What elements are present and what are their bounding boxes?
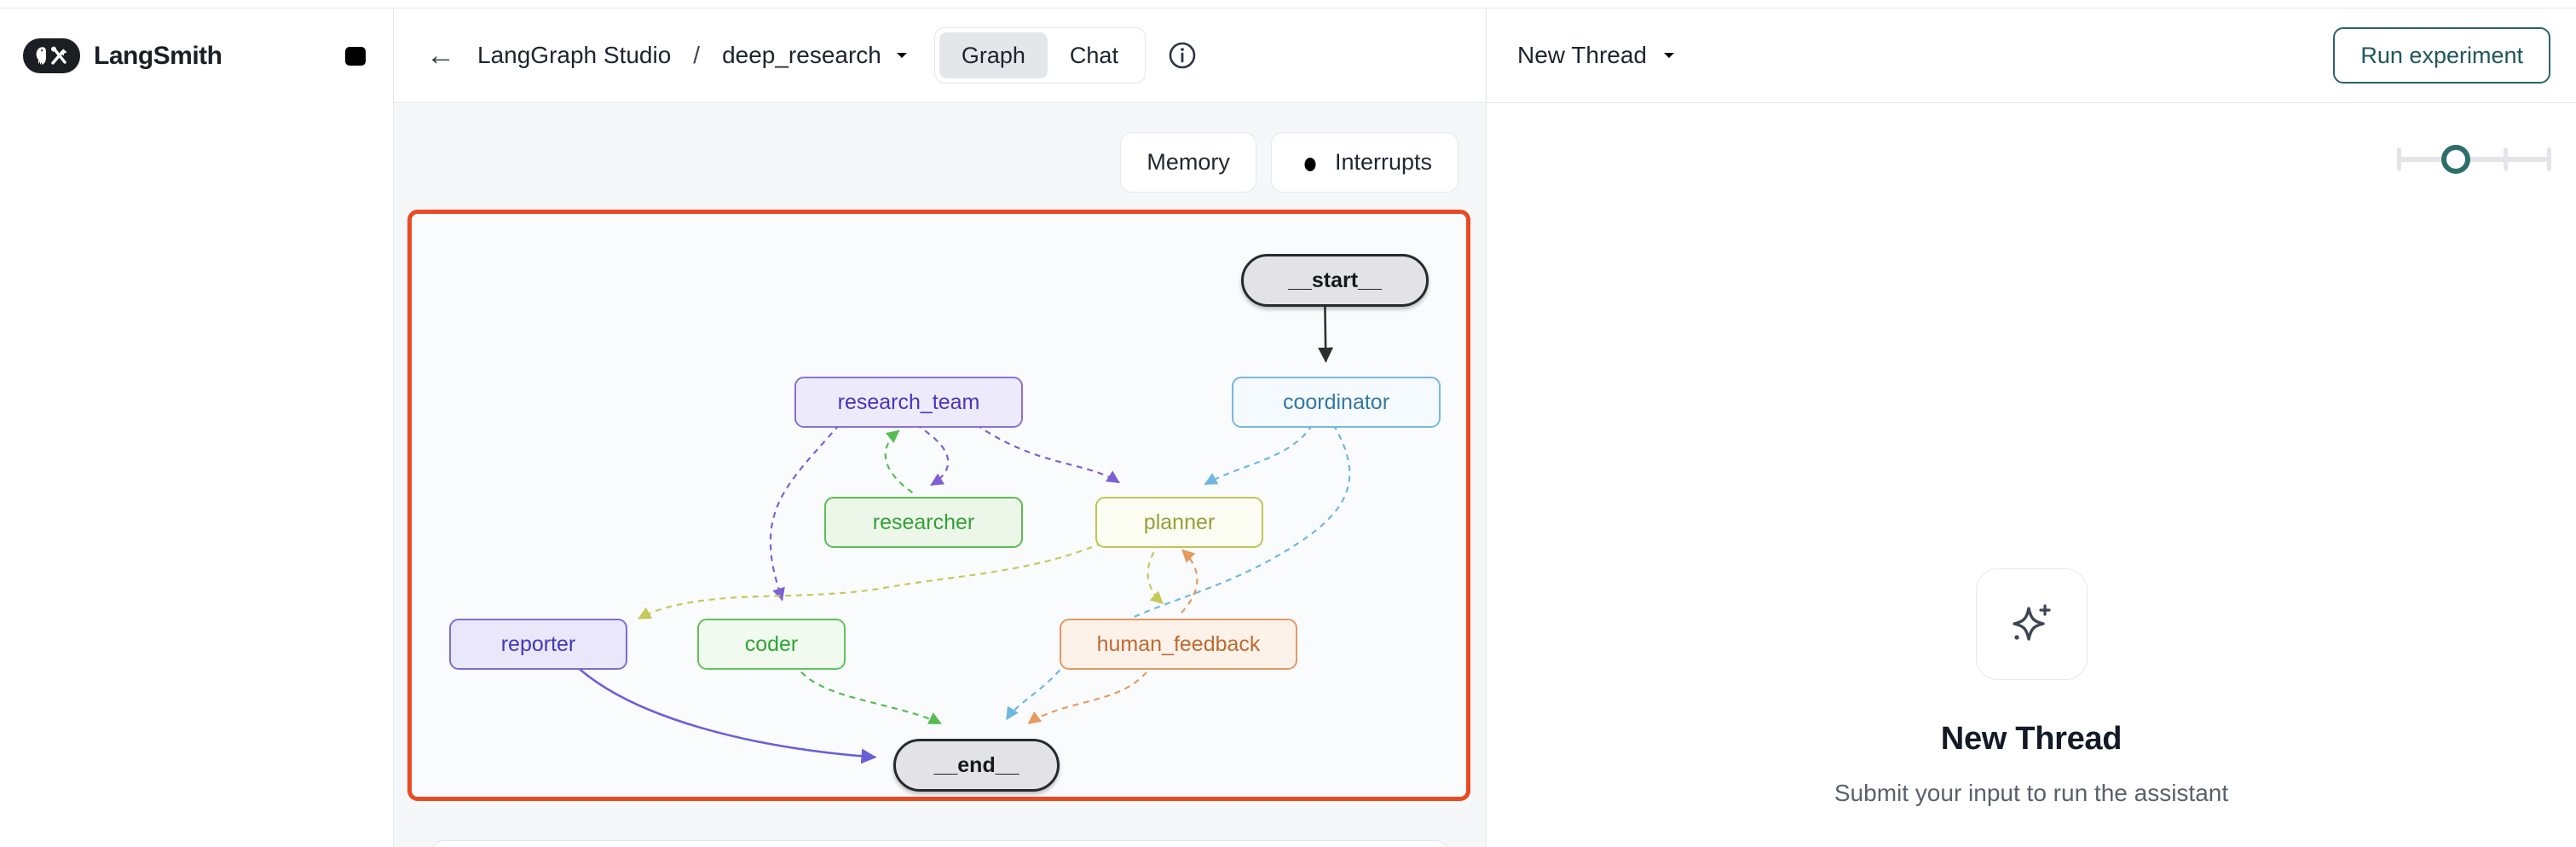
run-experiment-button[interactable]: Run experiment <box>2333 27 2550 84</box>
interrupts-button[interactable]: Interrupts <box>1270 132 1458 193</box>
memory-button[interactable]: Memory <box>1120 132 1256 193</box>
graph-edge-human_feedback-end <box>1027 662 1154 725</box>
graph-node-researcher[interactable]: researcher <box>824 497 1023 548</box>
zoom-slider-tick <box>2547 147 2551 171</box>
sidebar-collapse-icon[interactable] <box>341 42 370 71</box>
langsmith-logo-icon <box>23 38 80 73</box>
graph-edge-coder-end <box>794 662 942 725</box>
zoom-slider-handle[interactable] <box>2440 145 2470 174</box>
sidebar: LangSmith <box>0 9 394 847</box>
logo-wordmark: LangSmith <box>94 41 222 70</box>
studio-header: ← LangGraph Studio / deep_research Graph… <box>394 9 1486 103</box>
sidebar-header: LangSmith <box>0 9 393 103</box>
empty-state-subtitle: Submit your input to run the assistant <box>1834 780 2229 806</box>
new-thread-empty-state: New Thread Submit your input to run the … <box>1487 103 2576 847</box>
graph-edge-coordinator-end <box>1005 424 1351 721</box>
thread-selector-dropdown[interactable]: New Thread <box>1517 42 1679 69</box>
bug-icon <box>1300 153 1320 171</box>
interrupts-button-label: Interrupts <box>1334 149 1432 175</box>
graph-edge-research_team-coder <box>769 424 840 602</box>
input-drawer-collapsed[interactable] <box>430 840 1449 847</box>
graph-selector-dropdown[interactable]: deep_research <box>722 42 912 69</box>
back-arrow-icon[interactable]: ← <box>426 39 455 72</box>
sparkle-card <box>1975 568 2088 680</box>
graph-edge-research_team-researcher <box>915 424 950 487</box>
thread-header: New Thread Run experiment <box>1486 9 2576 103</box>
graph-edge-human_feedback-planner <box>1181 549 1198 614</box>
thread-panel: New Thread Submit your input to run the … <box>1486 103 2576 847</box>
breadcrumb-separator: / <box>693 42 701 68</box>
view-mode-switcher: Graph Chat <box>933 27 1146 84</box>
graph-edge-planner-human_feedback <box>1146 542 1164 605</box>
graph-panel: Memory Interrupts __start__ coordinator re… <box>394 103 1486 847</box>
top-border <box>0 8 2576 9</box>
sparkles-icon <box>2013 603 2051 641</box>
graph-edge-planner-reporter <box>638 542 1103 620</box>
graph-edge-reporter-end <box>572 662 877 764</box>
graph-toolbar: Memory Interrupts <box>1120 132 1458 193</box>
graph-node-human_feedback[interactable]: human_feedback <box>1060 619 1297 670</box>
graph-node-__end__[interactable]: __end__ <box>893 739 1060 792</box>
zoom-slider-tick <box>2503 147 2508 171</box>
empty-state-title: New Thread <box>1940 721 2123 757</box>
thread-selector-label: New Thread <box>1517 42 1648 68</box>
graph-name: deep_research <box>722 42 881 68</box>
graph-node-__start__[interactable]: __start__ <box>1241 254 1429 307</box>
zoom-slider-tick <box>2397 147 2401 171</box>
graph-node-planner[interactable]: planner <box>1095 497 1263 548</box>
graph-edge-research_team-planner <box>975 424 1120 484</box>
memory-button-label: Memory <box>1146 149 1230 175</box>
graph-node-coordinator[interactable]: coordinator <box>1232 377 1441 428</box>
langsmith-logo[interactable]: LangSmith <box>23 38 222 73</box>
chevron-down-icon <box>896 53 907 58</box>
zoom-slider-track[interactable] <box>2399 157 2549 162</box>
chevron-down-icon <box>1664 53 1675 58</box>
info-icon[interactable] <box>1168 41 1197 70</box>
tab-chat[interactable]: Chat <box>1069 42 1118 68</box>
graph-edges <box>572 305 1351 764</box>
graph-node-research_team[interactable]: research_team <box>794 377 1023 428</box>
graph-edge-coordinator-planner <box>1204 424 1314 486</box>
graph-node-reporter[interactable]: reporter <box>449 619 627 670</box>
graph-edge-researcher-research_team <box>884 429 914 494</box>
graph-edge-start-coordinator <box>1318 305 1334 363</box>
graph-node-coder[interactable]: coder <box>697 619 846 670</box>
studio-title: LangGraph Studio <box>477 42 672 68</box>
zoom-slider[interactable] <box>2397 134 2551 185</box>
tab-graph[interactable]: Graph <box>939 32 1048 78</box>
